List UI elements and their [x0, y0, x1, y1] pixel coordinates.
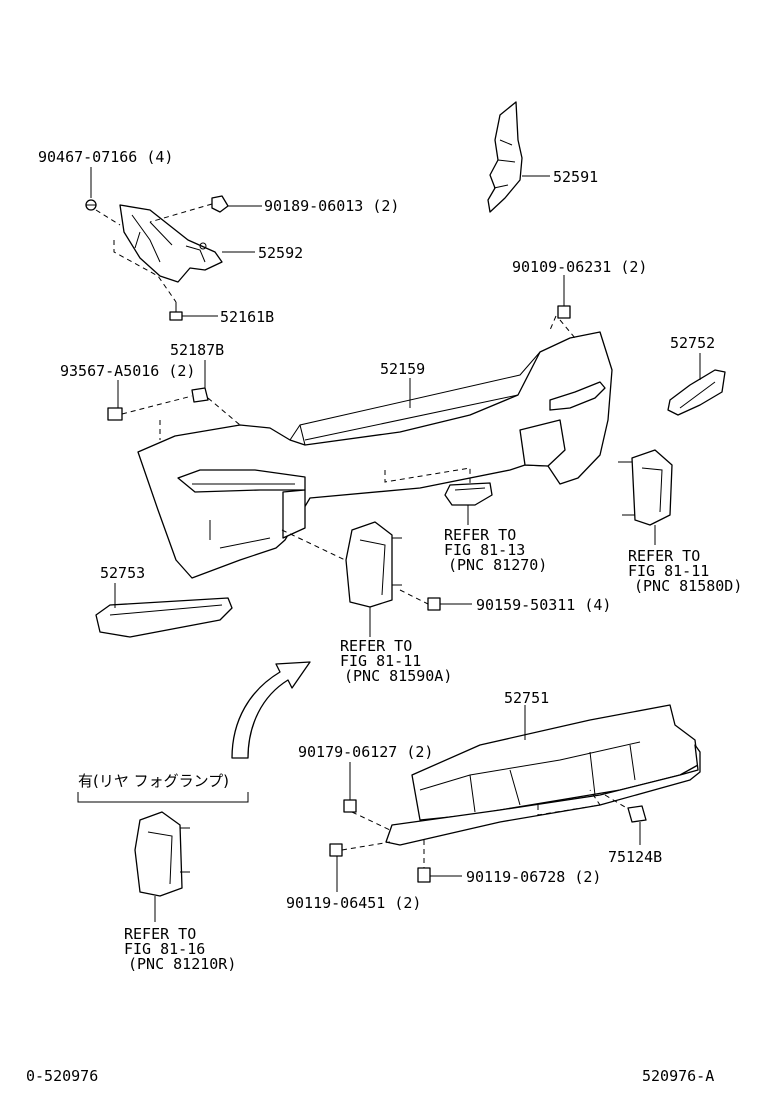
dash-reflector — [281, 529, 346, 561]
label-ref8113-line1: REFER TO — [444, 526, 516, 544]
label-90467: 90467-07166 (4) — [38, 148, 173, 166]
label-90119b: 90119-06451 (2) — [286, 894, 421, 912]
label-ref8116-line1: REFER TO — [124, 925, 196, 943]
footer-right-code: 520976-A — [642, 1067, 714, 1085]
label-90179: 90179-06127 (2) — [298, 743, 433, 761]
clip-90179-icon — [343, 799, 357, 813]
clip-93567-icon — [107, 407, 123, 421]
dashes-81270 — [384, 467, 471, 483]
label-52591: 52591 — [553, 168, 598, 186]
label-ref8116-line3: (PNC 81210R) — [128, 955, 236, 973]
arrow-icon — [231, 661, 311, 759]
dash-90159 — [399, 589, 429, 605]
label-ref81580-line1: REFER TO — [628, 547, 700, 565]
bracket-52591 — [487, 101, 523, 213]
dash-90119b — [341, 841, 391, 851]
clip-90189-icon — [211, 195, 229, 213]
molding-52752 — [667, 369, 726, 416]
dashes-clips — [121, 395, 241, 440]
molding-52753 — [95, 597, 233, 638]
label-90189: 90189-06013 (2) — [264, 197, 399, 215]
reflector-center — [345, 521, 402, 608]
label-ref8116-line2: FIG 81-16 — [124, 940, 205, 958]
dashes-valance — [537, 789, 631, 816]
connector-81270 — [444, 482, 493, 506]
clip-75124b-icon — [627, 805, 647, 823]
label-52753: 52753 — [100, 564, 145, 582]
valance-52751 — [385, 704, 701, 846]
bracket-52592 — [119, 204, 223, 283]
label-75124b: 75124B — [608, 848, 662, 866]
bolt-90467-icon — [85, 199, 97, 211]
fog-bracket-line — [77, 792, 249, 803]
bolt-52161b-icon — [169, 302, 183, 321]
bolt-90109-icon — [557, 288, 571, 319]
label-52752: 52752 — [670, 334, 715, 352]
dashes-bracket — [95, 203, 213, 303]
label-52161b: 52161B — [220, 308, 274, 326]
label-ref81590-line1: REFER TO — [340, 637, 412, 655]
label-ref8113-line2: FIG 81-13 — [444, 541, 525, 559]
label-ref81590-line3: (PNC 81590A) — [344, 667, 452, 685]
label-52159: 52159 — [380, 360, 425, 378]
label-ref81580-line3: (PNC 81580D) — [634, 577, 742, 595]
label-90159: 90159-50311 (4) — [476, 596, 611, 614]
dash-90179 — [351, 811, 391, 831]
label-52592: 52592 — [258, 244, 303, 262]
fog-lamp — [134, 811, 190, 897]
dashes-90109 — [549, 315, 576, 339]
footer-left-code: 0-520976 — [26, 1067, 98, 1085]
bolt-90119b-icon — [329, 843, 343, 857]
screw-90159-icon — [427, 597, 441, 611]
clip-52187b-icon — [191, 387, 209, 403]
label-52751: 52751 — [504, 689, 549, 707]
label-90109: 90109-06231 (2) — [512, 258, 647, 276]
label-ref81590-line2: FIG 81-11 — [340, 652, 421, 670]
label-ref81580-line2: FIG 81-11 — [628, 562, 709, 580]
label-fog-header: 有(リヤ フォグランプ) — [78, 772, 229, 790]
reflector-right — [618, 449, 673, 526]
bolt-90119a-icon — [417, 867, 431, 883]
label-ref8113-line3: (PNC 81270) — [448, 556, 547, 574]
label-90119a: 90119-06728 (2) — [466, 868, 601, 886]
label-52187b: 52187B — [170, 341, 224, 359]
label-93567: 93567-A5016 (2) — [60, 362, 195, 380]
